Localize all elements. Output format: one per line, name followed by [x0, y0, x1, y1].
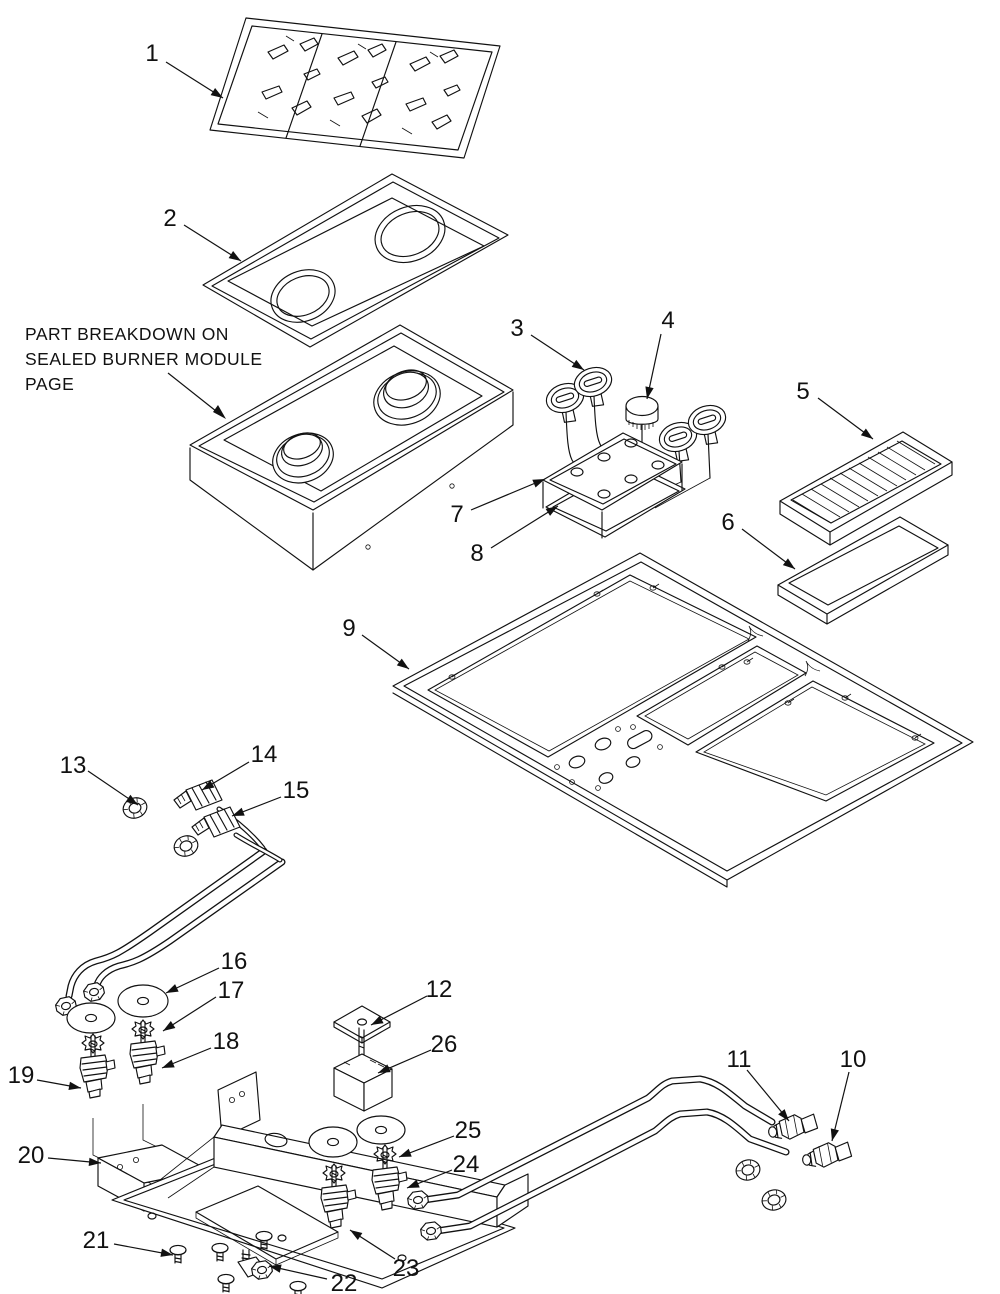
note-line-3: PAGE [25, 374, 74, 394]
part-elbow-fitting-22 [237, 1249, 274, 1281]
callout-3-arrowhead [571, 359, 584, 370]
callout-23-arrowhead [350, 1230, 363, 1241]
callout-21-label: 21 [83, 1227, 110, 1254]
callout-2-arrowhead [228, 251, 241, 261]
part-regulator-fitting-10 [800, 1139, 854, 1171]
note-block: PART BREAKDOWN ON SEALED BURNER MODULE P… [25, 324, 263, 419]
callout-25-label: 25 [455, 1117, 482, 1144]
part-sealed-burner-module [189, 324, 514, 571]
callout-2-label: 2 [163, 205, 176, 232]
callout-20-arrowhead [88, 1157, 101, 1167]
callout-5-arrowhead [860, 428, 873, 439]
callout-24-arrowhead [407, 1179, 420, 1188]
part-burner-box-plate [542, 432, 683, 539]
callout-17-label: 17 [218, 977, 245, 1004]
callout-20-label: 20 [18, 1142, 45, 1169]
part-burner-cap [625, 395, 659, 453]
callout-26-label: 26 [431, 1031, 458, 1058]
callout-11-label: 11 [727, 1046, 752, 1073]
callout-24-label: 24 [453, 1151, 480, 1178]
callout-16-arrowhead [166, 984, 179, 993]
callout-9-arrowhead [396, 658, 409, 669]
part-base-pan [111, 1145, 516, 1289]
callout-11-arrowhead [778, 1109, 789, 1121]
part-right-supply-tubes [406, 1075, 790, 1242]
part-burner-grate [209, 17, 501, 159]
callout-22-label: 22 [331, 1270, 358, 1294]
callout-13-label: 13 [60, 752, 87, 779]
callout-22-arrowhead [269, 1264, 282, 1273]
part-valve-discs [308, 1115, 406, 1158]
part-left-gas-tubes [53, 847, 286, 1017]
part-spark-switch-26 [333, 1027, 393, 1112]
callout-26-arrowhead [378, 1064, 391, 1073]
callout-25-arrowhead [399, 1148, 412, 1157]
callout-8-leader [490, 505, 559, 549]
callout-5-label: 5 [796, 378, 809, 405]
part-switch-plate-12 [333, 1005, 391, 1044]
part-vent-grille [779, 431, 953, 546]
callout-8-arrowhead [545, 506, 558, 516]
part-orifice-nut-13 [119, 794, 202, 860]
callout-18-arrowhead [162, 1059, 175, 1068]
callout-14-label: 14 [251, 741, 278, 768]
callout-1-arrowhead [210, 88, 223, 98]
callout-4-arrowhead [645, 386, 654, 399]
note-leader-line [167, 372, 222, 416]
callout-1-label: 1 [145, 40, 158, 67]
callout-18-label: 18 [213, 1028, 240, 1055]
callout-6-arrowhead [782, 558, 795, 569]
callout-15-label: 15 [283, 777, 310, 804]
callout-12-label: 12 [426, 976, 453, 1003]
note-line-2: SEALED BURNER MODULE [25, 349, 263, 369]
callout-7-label: 7 [450, 501, 463, 528]
callout-9-label: 9 [342, 615, 355, 642]
part-valve-fitting-15 [191, 806, 283, 863]
callout-10-arrowhead [830, 1128, 839, 1141]
callout-4-label: 4 [661, 307, 674, 334]
callout-10-label: 10 [840, 1046, 867, 1073]
callout-19-arrowhead [68, 1081, 81, 1090]
callout-23-label: 23 [393, 1255, 420, 1282]
callout-15-arrowhead [232, 807, 245, 816]
callout-7-leader [470, 478, 546, 511]
callout-6-label: 6 [721, 509, 734, 536]
callout-13-arrowhead [125, 794, 138, 805]
callout-21-arrowhead [160, 1248, 173, 1257]
callout-12-arrowhead [371, 1015, 384, 1025]
callout-17-arrowhead [163, 1020, 176, 1031]
callout-8-label: 8 [470, 540, 483, 567]
part-mesh-filter [777, 516, 949, 625]
part-loose-nuts-right [733, 1156, 789, 1214]
part-regulator-fitting-11 [766, 1111, 820, 1143]
callout-7-arrowhead [532, 479, 545, 488]
callout-14-arrowhead [202, 780, 215, 790]
callout-3-label: 3 [510, 315, 523, 342]
callout-19-label: 19 [8, 1062, 35, 1089]
part-main-top-frame [392, 552, 974, 888]
callout-16-label: 16 [221, 948, 248, 975]
part-base-discs-16 [66, 984, 169, 1034]
note-line-1: PART BREAKDOWN ON [25, 324, 229, 344]
note-arrowhead [213, 405, 226, 419]
part-cooktop-glass-top [202, 173, 509, 348]
